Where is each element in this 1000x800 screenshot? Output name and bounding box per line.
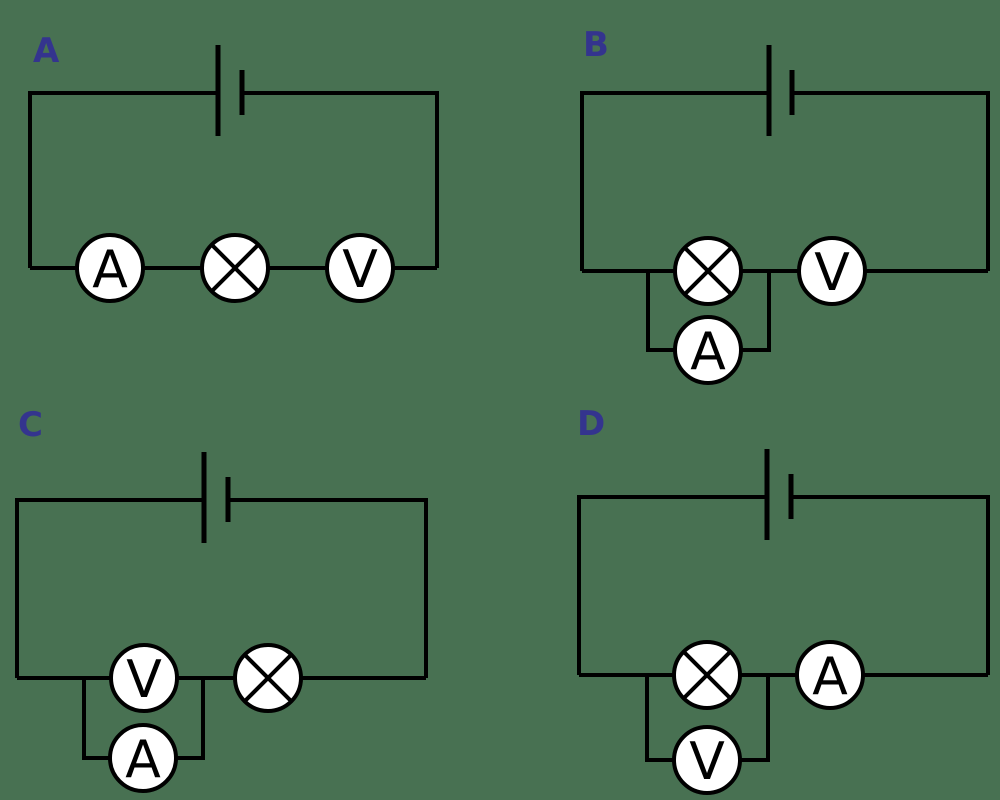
- battery-icon: [764, 449, 794, 540]
- voltmeter-icon: V: [109, 643, 179, 713]
- wire-right: [791, 495, 990, 675]
- circuit-d: D A V: [577, 404, 990, 795]
- ammeter-icon: A: [108, 723, 178, 793]
- ammeter-letter: A: [812, 647, 848, 707]
- lamp-icon: [673, 236, 743, 306]
- ammeter-letter: A: [125, 730, 161, 790]
- ammeter-circle: [673, 315, 743, 385]
- ammeter-circle: [75, 233, 145, 303]
- voltmeter-letter: V: [689, 732, 725, 792]
- circuit-label: C: [18, 405, 43, 445]
- circuit-a: A A V: [28, 31, 439, 303]
- voltmeter-circle: [109, 643, 179, 713]
- lamp-cross-stroke: [243, 653, 293, 703]
- lamp-cross-stroke: [682, 650, 732, 700]
- ammeter-circle: [795, 640, 865, 710]
- voltmeter-circle: [325, 233, 395, 303]
- circuit-label: A: [33, 31, 60, 71]
- wire-right: [228, 498, 428, 678]
- lamp-cross-stroke: [210, 243, 260, 293]
- voltmeter-icon: V: [672, 725, 742, 795]
- circuit-c: C VA: [15, 405, 428, 793]
- wire-left: [580, 91, 769, 271]
- ammeter-circle: [108, 723, 178, 793]
- voltmeter-circle: [797, 236, 867, 306]
- wire-left: [577, 495, 767, 675]
- ammeter-icon: A: [795, 640, 865, 710]
- voltmeter-circle: [672, 725, 742, 795]
- voltmeter-icon: V: [325, 233, 395, 303]
- wire-right: [792, 91, 990, 271]
- voltmeter-letter: V: [814, 243, 850, 303]
- circuit-label: B: [583, 25, 609, 65]
- voltmeter-icon: V: [797, 236, 867, 306]
- ammeter-letter: A: [92, 240, 128, 300]
- ammeter-icon: A: [75, 233, 145, 303]
- circuit-b: B V A: [580, 25, 990, 385]
- wire-right: [242, 91, 439, 268]
- battery-icon: [201, 452, 231, 543]
- wire-left: [15, 498, 204, 678]
- voltmeter-letter: V: [126, 650, 162, 710]
- circuit-label: D: [577, 404, 605, 444]
- ammeter-icon: A: [673, 315, 743, 385]
- ammeter-letter: A: [690, 322, 726, 382]
- lamp-cross-stroke: [683, 246, 733, 296]
- lamp-icon: [200, 233, 270, 303]
- wire-left: [28, 91, 218, 268]
- lamp-icon: [233, 643, 303, 713]
- lamp-icon: [672, 640, 742, 710]
- battery-icon: [766, 45, 795, 136]
- battery-icon: [215, 45, 245, 136]
- voltmeter-letter: V: [342, 240, 378, 300]
